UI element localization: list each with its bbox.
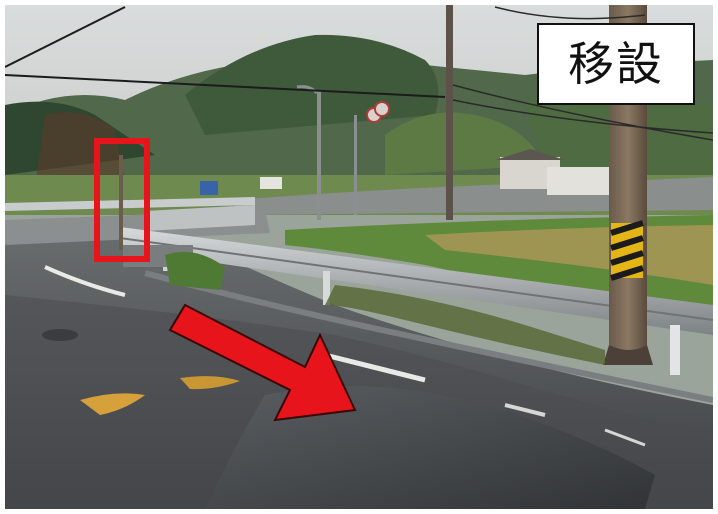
house — [547, 167, 612, 195]
center-line — [324, 352, 426, 383]
relocation-label-box: 移設 — [537, 23, 695, 105]
wire — [452, 84, 713, 141]
bridge-rail — [145, 205, 255, 231]
guardrail-post — [670, 325, 680, 375]
road-line — [44, 265, 126, 297]
bridge-rail — [5, 197, 255, 211]
yellow-marking — [180, 376, 240, 390]
sign-pole — [354, 115, 357, 215]
guardrail — [120, 227, 713, 335]
small-pole — [119, 155, 123, 250]
road-sign — [374, 101, 390, 117]
photo-scene — [5, 5, 713, 509]
pole-base — [603, 345, 653, 365]
wire — [5, 6, 126, 68]
utility-pole — [446, 5, 453, 220]
yellow-marking — [80, 393, 145, 415]
relocation-label: 移設 — [568, 37, 664, 91]
arrow-icon — [168, 303, 357, 422]
roadside-photo: 移設 — [5, 5, 713, 509]
roadside-plants — [165, 251, 225, 290]
road-edge — [144, 270, 713, 403]
autumn-trees — [35, 112, 125, 185]
wire — [494, 6, 646, 20]
highlight-box — [94, 138, 150, 262]
center-line — [604, 428, 646, 447]
weeds — [325, 285, 605, 365]
manhole — [42, 329, 78, 341]
blue-shed — [200, 181, 218, 195]
street-lamp-pole — [317, 90, 321, 220]
street-lamp-arm — [296, 85, 319, 95]
puddle — [205, 386, 655, 509]
wire — [452, 99, 713, 134]
guardrail-post — [323, 271, 330, 305]
wire — [5, 74, 446, 98]
center-line — [504, 403, 546, 417]
pole-reflector-stripes — [610, 220, 644, 281]
house-roof — [495, 149, 565, 160]
building — [260, 177, 282, 189]
